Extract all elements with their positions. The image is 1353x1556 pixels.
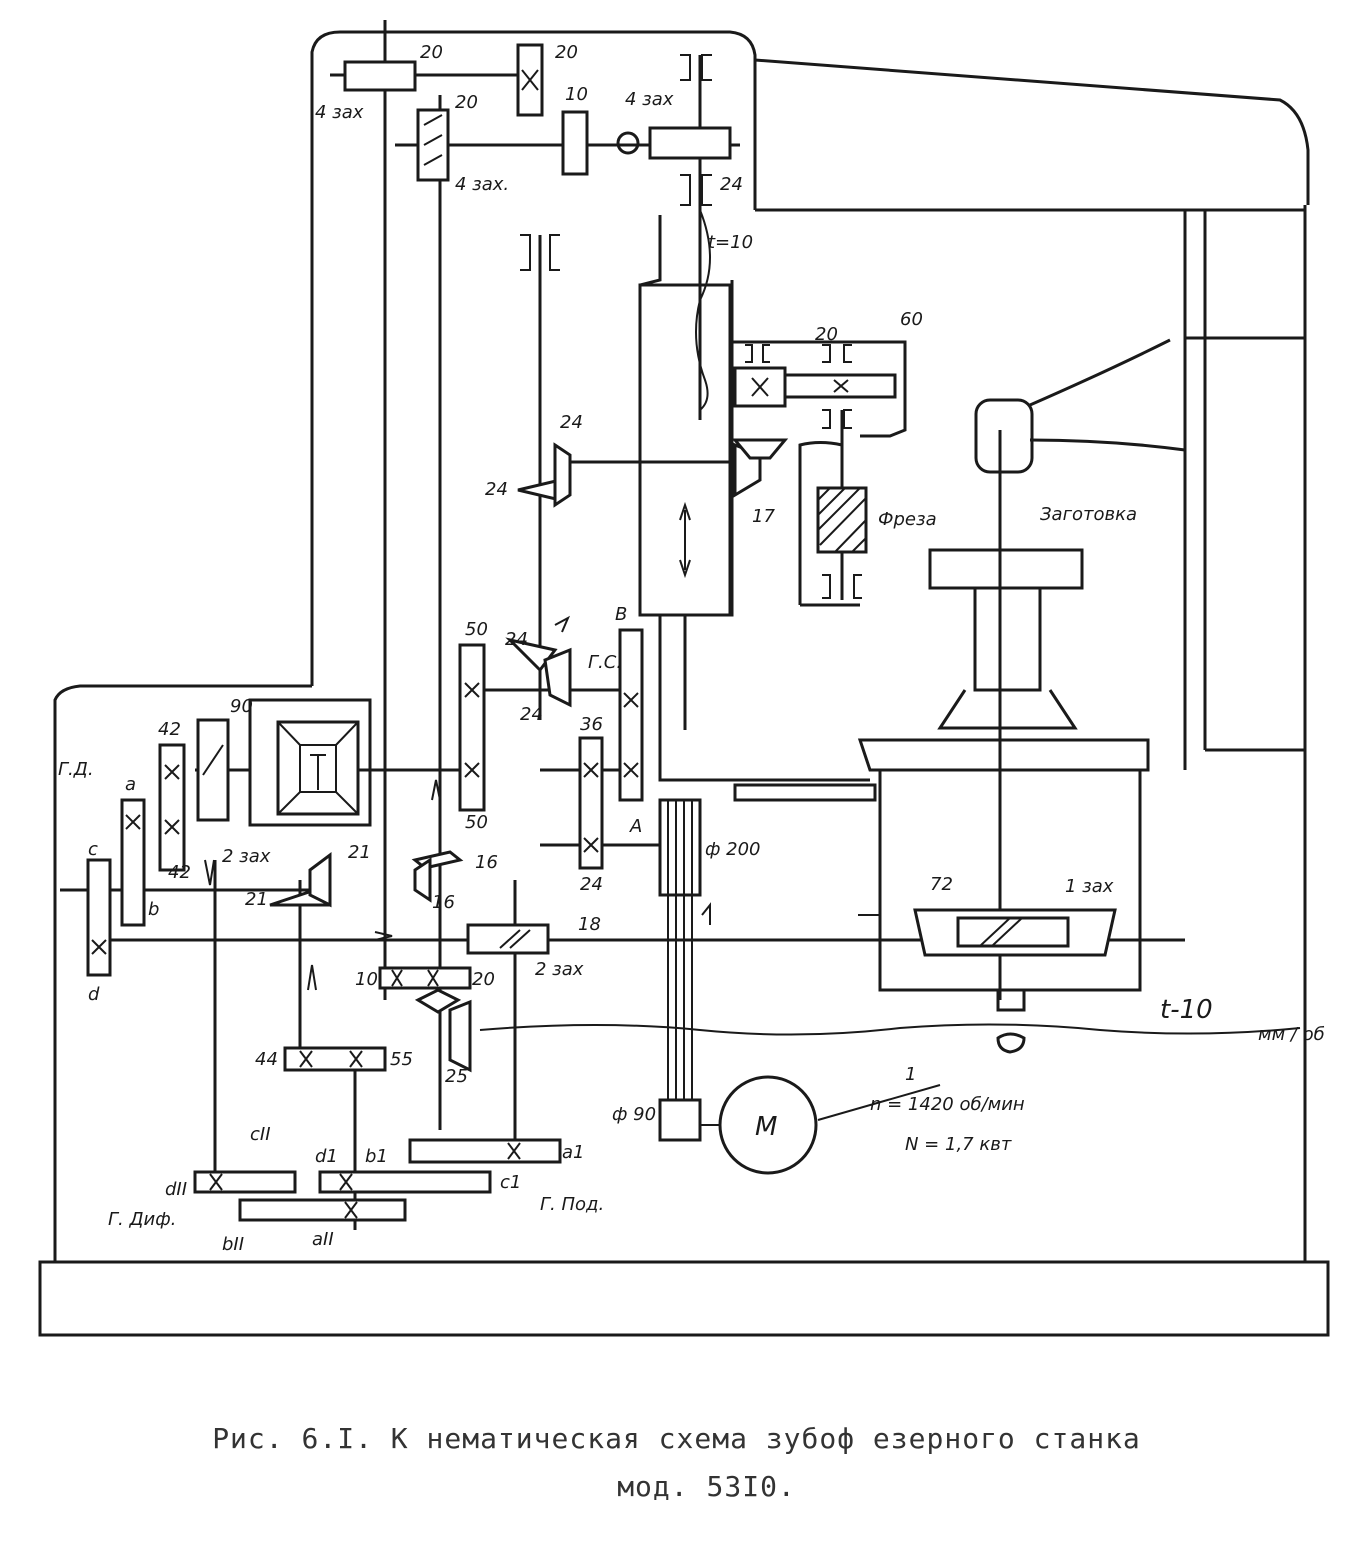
label-num-24b: 24 [560, 412, 583, 433]
label-freza: Фреза [878, 509, 937, 530]
label-g-c2: cII [250, 1124, 271, 1145]
label-g-b1: b1 [365, 1146, 388, 1167]
arrows [204, 501, 711, 991]
label-num-20d: 20 [815, 324, 838, 345]
label-g-a1: a1 [562, 1142, 584, 1163]
label-g-b2: bII [222, 1234, 244, 1255]
bearings [520, 54, 880, 941]
label-g-a2: aII [312, 1229, 334, 1250]
label-num-10b: 10 [355, 969, 378, 990]
label-gdif: Г. Диф. [108, 1209, 176, 1230]
label-g-c: c [88, 839, 98, 860]
label-zah4a: 4 зах [315, 102, 364, 123]
label-num-16a: 16 [475, 852, 498, 873]
figure-caption-line2: мод. 53I0. [617, 1470, 796, 1503]
label-num-21a: 21 [348, 842, 371, 863]
label-g-c1: c1 [500, 1172, 521, 1193]
label-num-20a: 20 [420, 42, 443, 63]
label-gpod: Г. Под. [540, 1194, 604, 1215]
figure-caption-line1: Рис. 6.I. К нематическая схема зубоф езе… [212, 1422, 1141, 1455]
label-num-16b: 16 [432, 892, 455, 913]
label-mm-turn: мм / об [1258, 1024, 1325, 1045]
label-num-24e: 24 [520, 704, 543, 725]
label-num-44: 44 [255, 1049, 278, 1070]
label-motor: М [755, 1112, 777, 1142]
label-num-10a: 10 [565, 84, 588, 105]
label-num-60: 60 [900, 309, 923, 330]
label-num-90: 90 [230, 696, 253, 717]
label-num-17: 17 [752, 506, 775, 527]
label-g-d1: d1 [315, 1146, 338, 1167]
label-t-bottom: t-10 [1160, 995, 1213, 1025]
label-num-18: 18 [578, 914, 601, 935]
label-gd: Г.Д. [58, 759, 94, 780]
label-zah2b: 2 зах [535, 959, 584, 980]
label-zah2: 2 зах [222, 846, 271, 867]
label-g-a: a [125, 774, 136, 795]
label-g-b: b [148, 899, 159, 920]
machine-frame [38, 30, 1330, 1337]
label-pulley-large: ф 200 [705, 839, 760, 860]
label-num-24d: 24 [505, 629, 528, 650]
label-zah4c: 4 зах. [455, 174, 509, 195]
label-num-36: 36 [580, 714, 603, 735]
label-g-d2: dII [165, 1179, 187, 1200]
labels: t=10 t-10 мм / об Фреза Заготовка М 1 n … [58, 42, 1325, 1255]
label-t-top: t=10 [708, 232, 753, 253]
label-num-20e: 20 [472, 969, 495, 990]
label-num-25: 25 [445, 1066, 468, 1087]
label-num-42b: 42 [168, 862, 191, 883]
shafts [60, 20, 1301, 1230]
label-zagotovka: Заготовка [1040, 504, 1137, 525]
label-g-A: A [629, 816, 642, 837]
motor [700, 1075, 941, 1175]
gears [86, 43, 1117, 1222]
label-num-72: 72 [930, 874, 953, 895]
label-gs: Г.С. [588, 652, 622, 673]
label-motor-n: n = 1420 об/мин [870, 1094, 1025, 1115]
label-num-55: 55 [390, 1049, 413, 1070]
label-num-50a: 50 [465, 619, 488, 640]
label-num-21b: 21 [245, 889, 268, 910]
label-num-20b: 20 [555, 42, 578, 63]
label-motor-power: N = 1,7 квт [905, 1134, 1012, 1155]
label-motor-index: 1 [905, 1064, 916, 1085]
label-pulley-small: ф 90 [612, 1104, 656, 1125]
label-num-24f: 24 [580, 874, 603, 895]
label-zah1: 1 зах [1065, 876, 1114, 897]
label-num-42a: 42 [158, 719, 181, 740]
label-g-B: B [615, 604, 627, 625]
label-g-d: d [88, 984, 100, 1005]
label-num-24c: 24 [485, 479, 508, 500]
label-num-50b: 50 [465, 812, 488, 833]
label-num-24a: 24 [720, 174, 743, 195]
label-num-20c: 20 [455, 92, 478, 113]
label-zah4b: 4 зах [625, 89, 674, 110]
